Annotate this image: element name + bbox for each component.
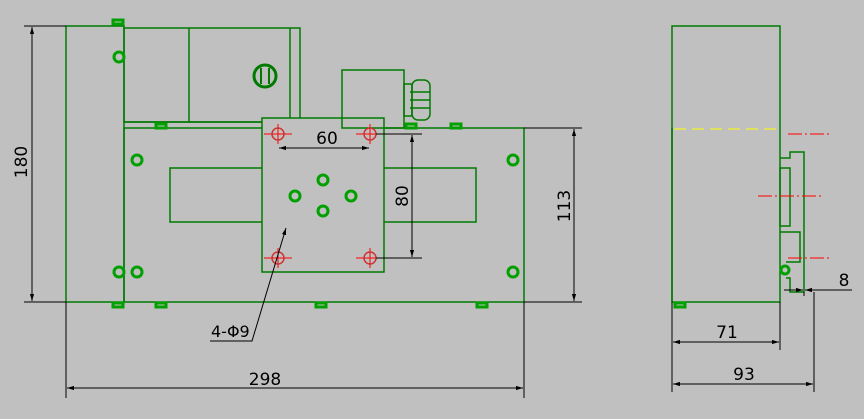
dim-hole-spacing-y: 80 xyxy=(393,185,413,207)
dim-flange-thickness: 8 xyxy=(839,271,850,291)
bolt-icon xyxy=(316,204,330,218)
dim-plate-height: 113 xyxy=(555,190,575,222)
top-housing xyxy=(123,27,301,123)
side-flange-tab xyxy=(779,167,791,227)
bolt-icon xyxy=(344,189,358,203)
front-view xyxy=(65,25,525,303)
bolt-icon xyxy=(316,173,330,187)
side-centerlines xyxy=(758,133,832,259)
bolt-icon xyxy=(130,153,144,167)
front-dimensions xyxy=(24,25,582,398)
bolt-icon xyxy=(288,189,302,203)
side-dimensions xyxy=(671,287,852,392)
side-view xyxy=(671,25,805,303)
dim-overall-height: 180 xyxy=(12,146,32,178)
hole-icon xyxy=(271,127,285,141)
dim-hole-spacing-x: 60 xyxy=(316,129,338,149)
side-body xyxy=(671,25,781,303)
bolt-icon xyxy=(130,265,144,279)
side-bolts xyxy=(673,264,791,309)
side-flange-profile xyxy=(780,151,805,293)
back-housing xyxy=(65,25,125,303)
dim-overall-depth: 93 xyxy=(733,365,755,385)
bolt-icon xyxy=(112,265,126,279)
knob-icon xyxy=(252,63,278,89)
dim-overall-width: 298 xyxy=(249,370,281,390)
mounting-holes xyxy=(264,124,384,268)
mounting-flange xyxy=(261,117,385,273)
bolt-icon xyxy=(506,153,520,167)
bolt-icon xyxy=(506,265,520,279)
hole-icon xyxy=(271,251,285,265)
bolt-icon xyxy=(112,50,126,64)
bolt-icon xyxy=(779,264,791,276)
hole-callout: 4-Φ9 xyxy=(211,322,250,341)
dim-body-depth: 71 xyxy=(716,323,738,343)
front-bolts xyxy=(111,18,520,309)
